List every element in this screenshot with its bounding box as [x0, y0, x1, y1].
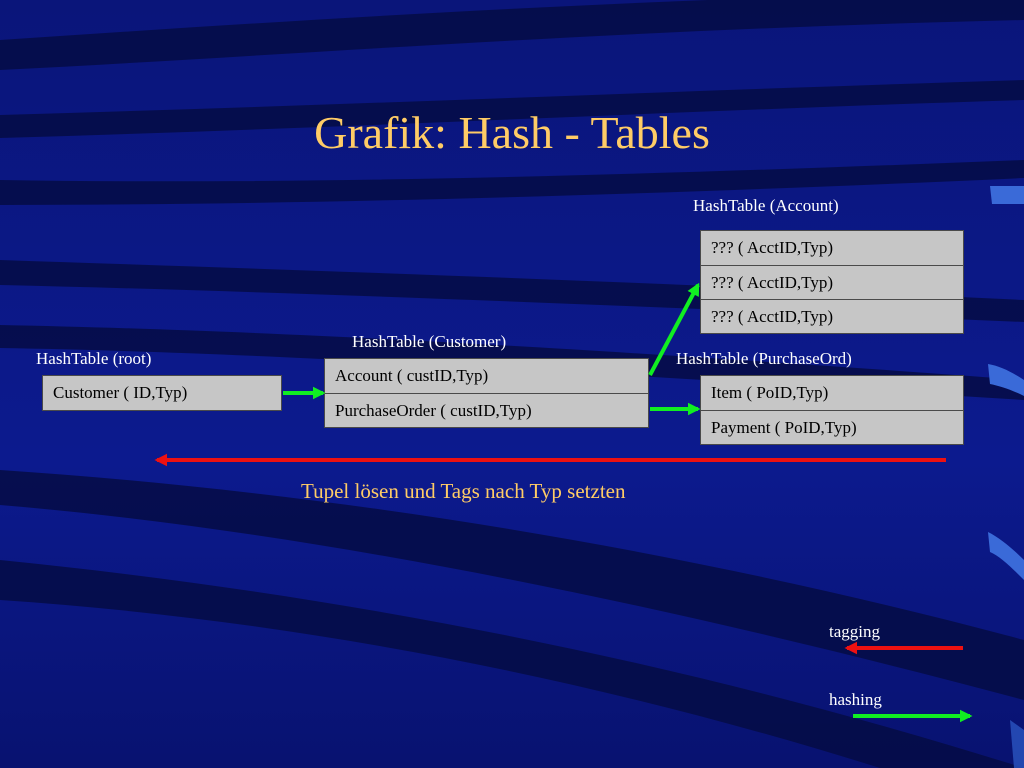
table-cell: Customer ( ID,Typ)	[53, 383, 188, 402]
hashtable-root-label: HashTable (root)	[36, 349, 152, 368]
hashtable-purchaseord: Item ( PoID,Typ) Payment ( PoID,Typ)	[700, 375, 964, 445]
hashtable-account-label: HashTable (Account)	[693, 196, 839, 215]
slide-title: Grafik: Hash - Tables	[314, 107, 710, 158]
legend-hashing-label: hashing	[829, 690, 882, 709]
hashtable-customer: Account ( custID,Typ) PurchaseOrder ( cu…	[324, 358, 649, 428]
table-cell: ??? ( AcctID,Typ)	[711, 238, 833, 257]
table-cell: PurchaseOrder ( custID,Typ)	[325, 393, 648, 427]
table-cell: Payment ( PoID,Typ)	[701, 410, 963, 444]
legend-tagging-label: tagging	[829, 622, 880, 641]
hashtable-customer-label: HashTable (Customer)	[352, 332, 507, 351]
hashtable-root: Customer ( ID,Typ)	[42, 375, 282, 411]
table-cell: ??? ( AcctID,Typ)	[701, 265, 963, 299]
table-cell: Item ( PoID,Typ)	[711, 383, 829, 402]
diagram-caption: Tupel lösen und Tags nach Typ setzten	[301, 479, 626, 503]
hashtable-purchaseord-label: HashTable (PurchaseOrd)	[676, 349, 852, 368]
hashtable-account: ??? ( AcctID,Typ) ??? ( AcctID,Typ) ??? …	[700, 230, 964, 334]
table-cell: Account ( custID,Typ)	[335, 366, 489, 385]
table-cell: ??? ( AcctID,Typ)	[701, 299, 963, 333]
